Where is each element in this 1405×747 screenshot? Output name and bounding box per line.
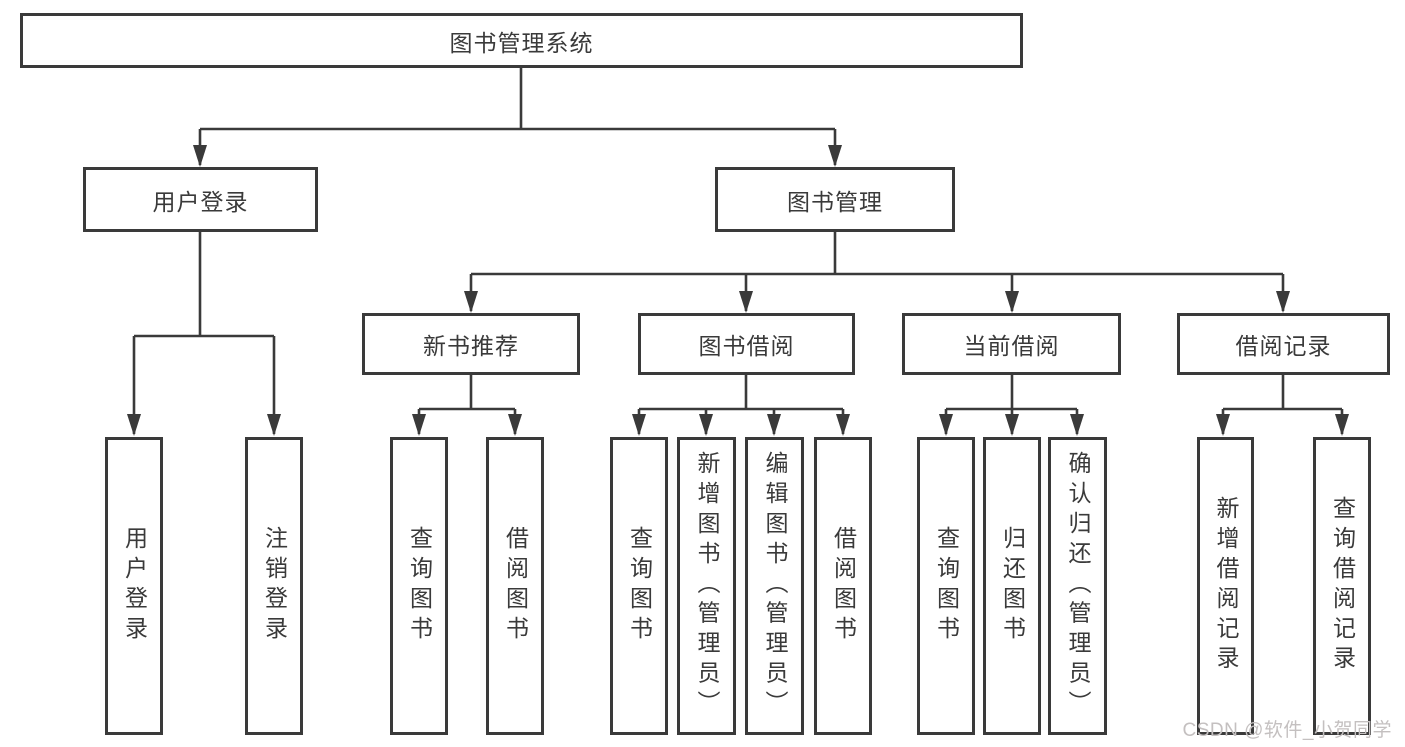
- branch-node-label: 用户登录: [152, 188, 249, 215]
- leaf-node-label: 用户登录: [121, 526, 148, 646]
- group-node-label: 当前借阅: [963, 333, 1060, 359]
- group-node-label: 借阅记录: [1235, 333, 1332, 359]
- group-node-label: 图书借阅: [698, 333, 795, 359]
- root-node-label: 图书管理系统: [449, 29, 594, 56]
- csdn-watermark: CSDN @软件_小贺同学: [1182, 720, 1392, 741]
- leaf-node-label: 查询借阅记录: [1329, 496, 1356, 676]
- leaf-node-label: 借阅图书: [502, 526, 529, 646]
- leaf-node-label: 编辑图书（管理员）: [762, 451, 788, 721]
- group-node-book-borrow: 图书借阅: [638, 313, 855, 375]
- branch-node-label: 图书管理: [787, 188, 883, 215]
- leaf-node-query-books: 查询图书: [610, 437, 668, 735]
- root-node-system: 图书管理系统: [20, 13, 1023, 68]
- branch-node-user-login: 用户登录: [83, 167, 318, 232]
- connector-arrows: [127, 129, 1349, 436]
- leaf-node-borrow-books: 借阅图书: [486, 437, 544, 735]
- leaf-node-label: 新增图书（管理员）: [694, 451, 720, 721]
- group-node-new-book-recommend: 新书推荐: [362, 313, 580, 375]
- leaf-node-query-books: 查询图书: [917, 437, 975, 735]
- leaf-node-label: 借阅图书: [830, 526, 857, 646]
- leaf-node-query-books: 查询图书: [390, 437, 448, 735]
- group-node-current-borrow: 当前借阅: [902, 313, 1121, 375]
- leaf-node-return-books: 归还图书: [983, 437, 1041, 735]
- leaf-node-query-borrow-record: 查询借阅记录: [1313, 437, 1371, 735]
- leaf-node-user-login: 用户登录: [105, 437, 163, 735]
- group-node-borrow-records: 借阅记录: [1177, 313, 1390, 375]
- leaf-node-edit-books-admin: 编辑图书（管理员）: [745, 437, 804, 735]
- leaf-node-add-books-admin: 新增图书（管理员）: [677, 437, 736, 735]
- leaf-node-label: 注销登录: [261, 526, 288, 646]
- leaf-node-label: 归还图书: [999, 526, 1026, 646]
- leaf-node-add-borrow-record: 新增借阅记录: [1197, 437, 1254, 735]
- branch-node-book-management: 图书管理: [715, 167, 955, 232]
- connector-trunks: [134, 68, 1342, 411]
- leaf-node-borrow-books: 借阅图书: [814, 437, 872, 735]
- leaf-node-label: 新增借阅记录: [1213, 496, 1239, 676]
- group-node-label: 新书推荐: [423, 333, 519, 359]
- leaf-node-label: 查询图书: [406, 526, 433, 646]
- leaf-node-label: 查询图书: [626, 526, 653, 646]
- leaf-node-label: 查询图书: [933, 526, 960, 646]
- leaf-node-confirm-return-admin: 确认归还（管理员）: [1048, 437, 1107, 735]
- leaf-node-label: 确认归还（管理员）: [1065, 451, 1091, 721]
- leaf-node-logout: 注销登录: [245, 437, 303, 735]
